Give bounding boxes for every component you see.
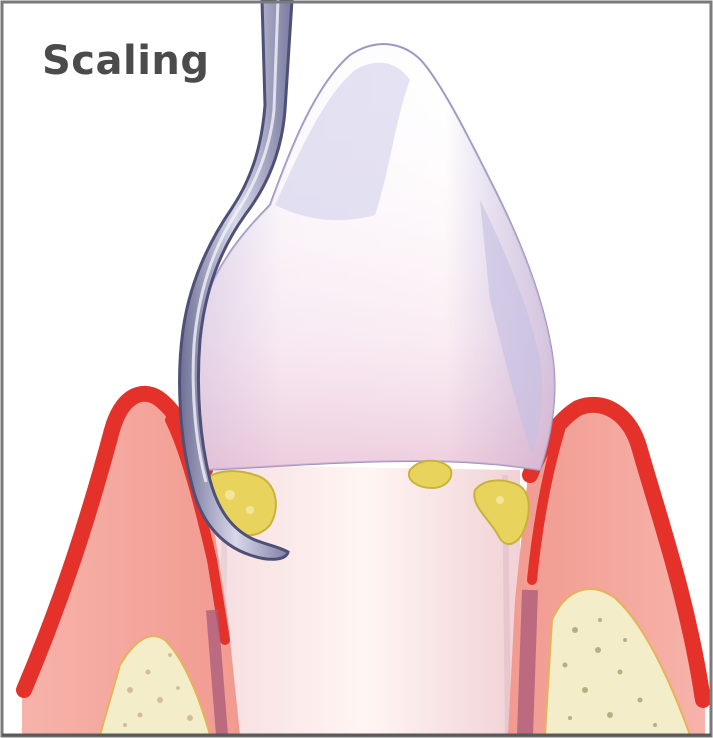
figure-title: Scaling (42, 38, 210, 84)
right-ligament (525, 590, 530, 735)
